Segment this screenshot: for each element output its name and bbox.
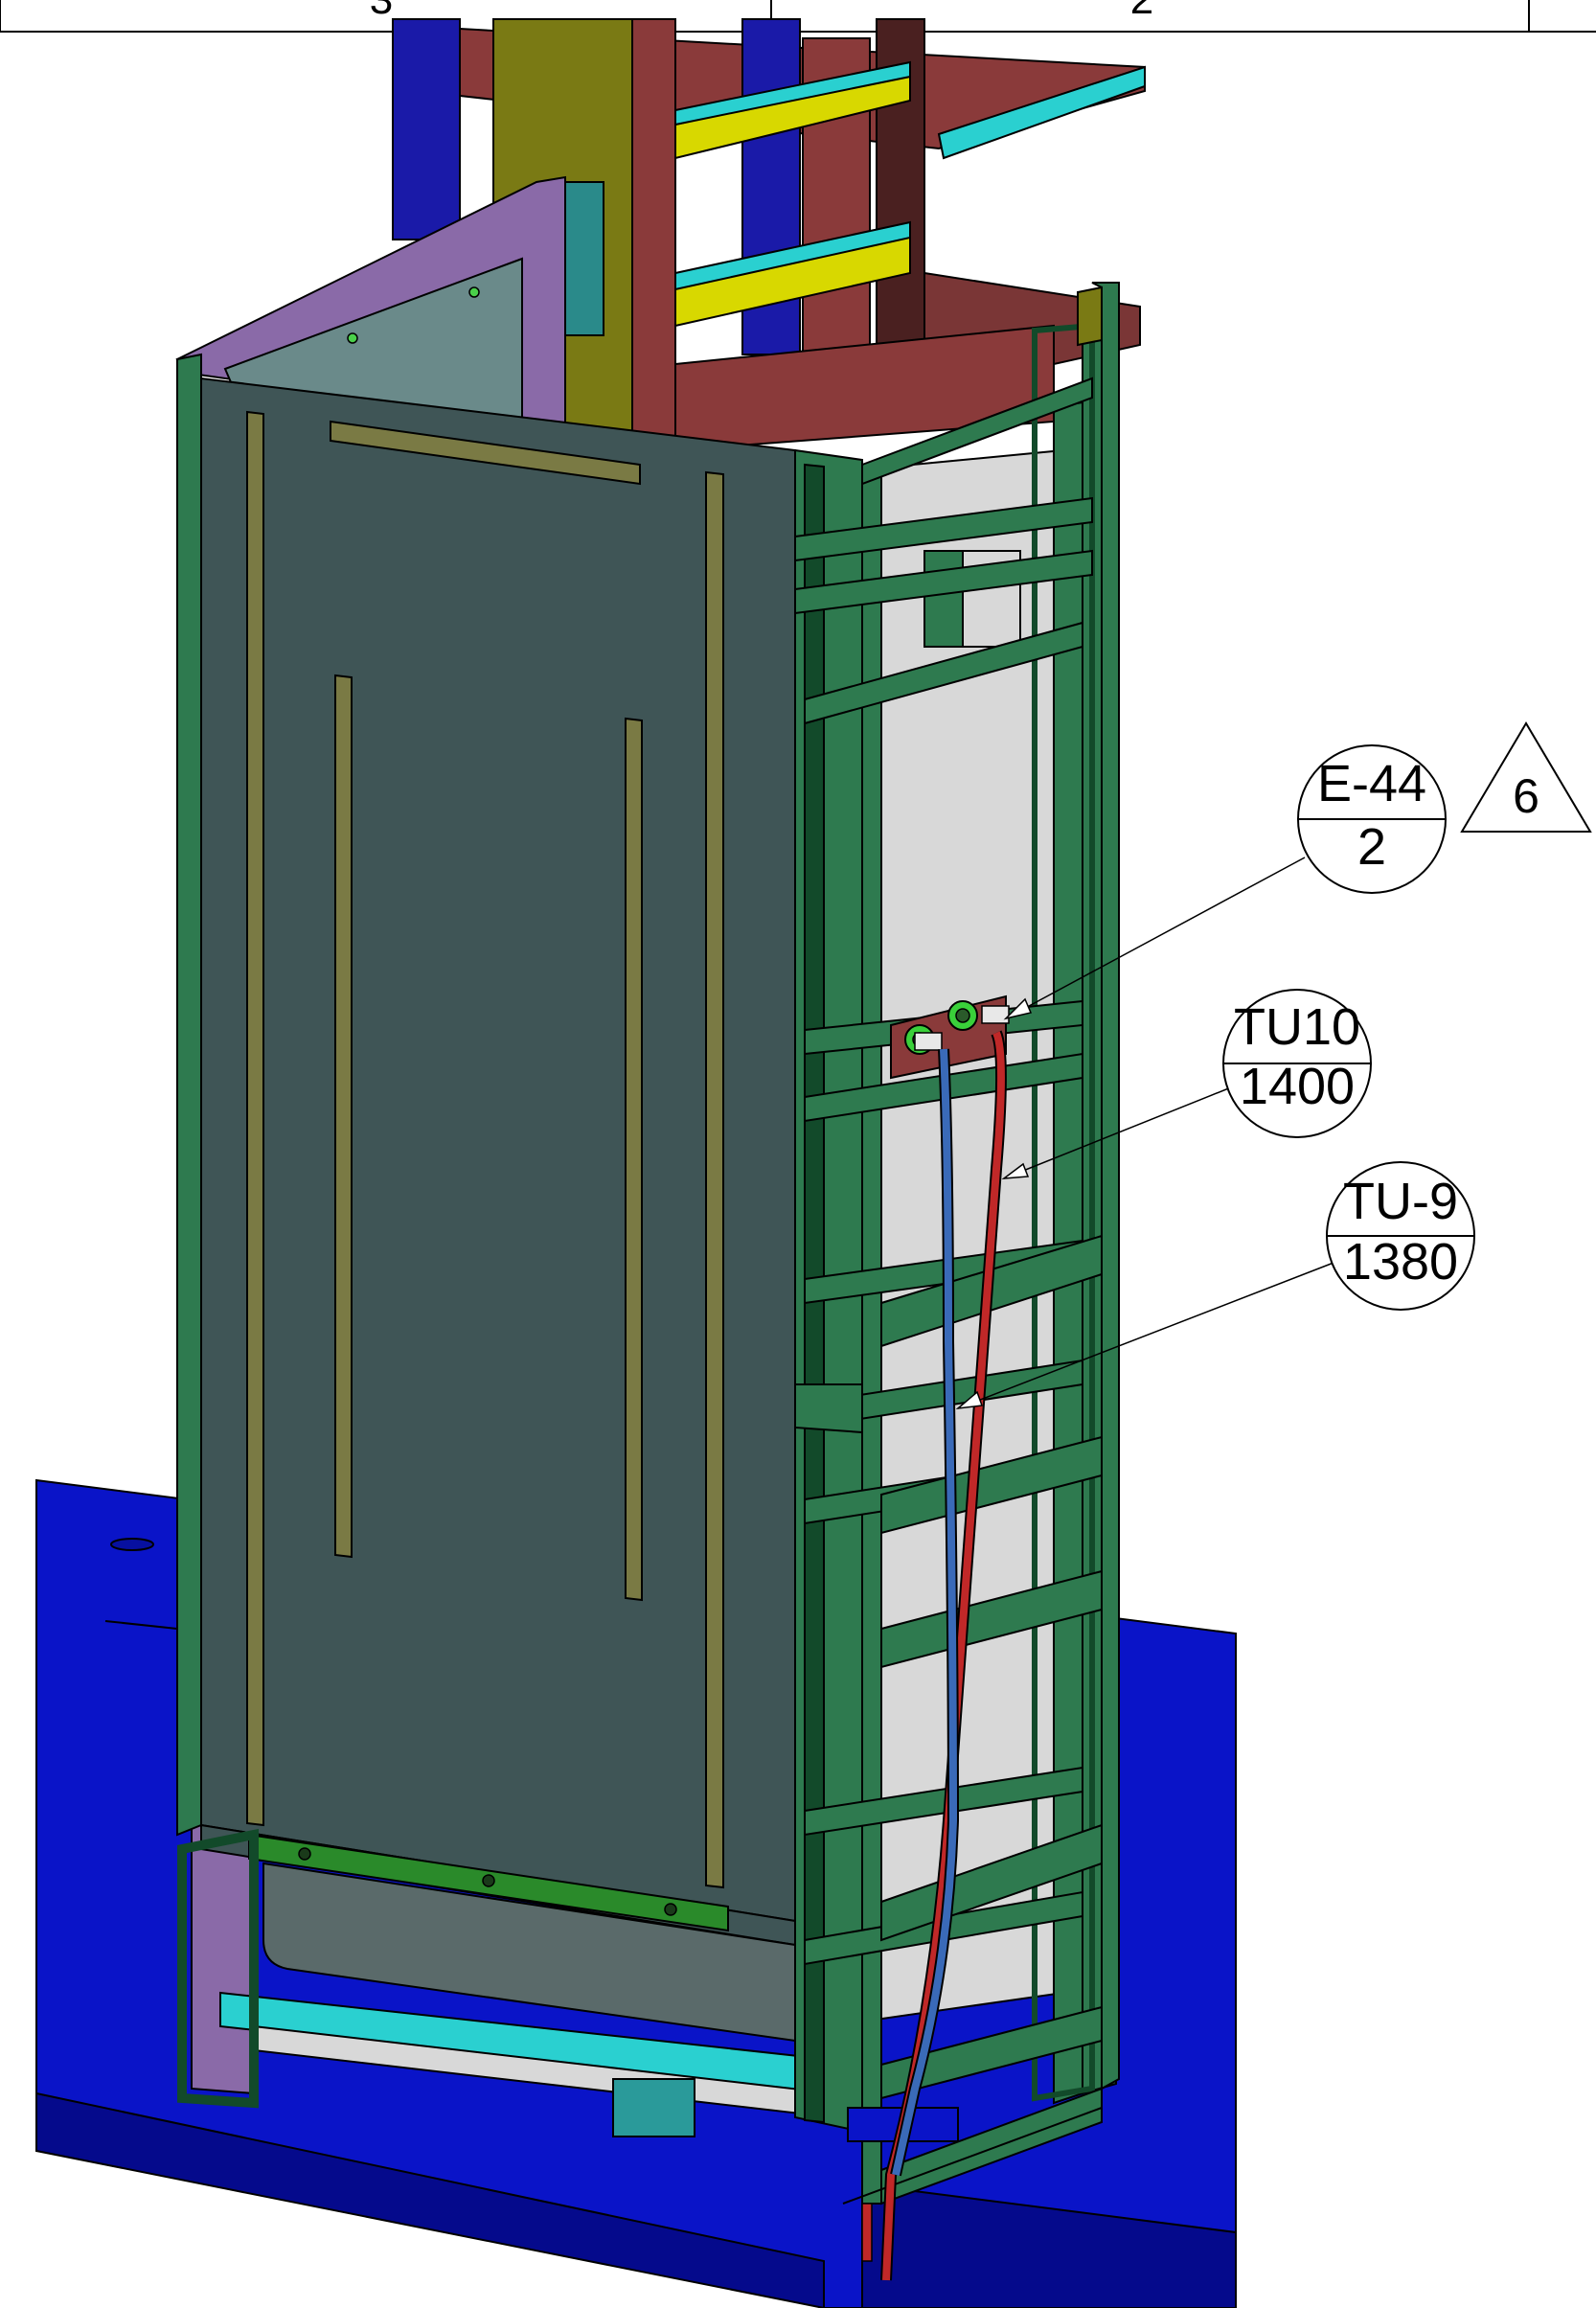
revision-triangle: 6 xyxy=(1460,721,1592,833)
revision-number: 6 xyxy=(1513,769,1539,823)
callout-tu10-bottom: 1400 xyxy=(1240,1058,1355,1115)
callout-e44-bottom: 2 xyxy=(1357,818,1386,876)
callout-tu10-top: TU10 xyxy=(1234,998,1360,1056)
cabinet-panel xyxy=(176,353,796,1923)
callout-e44: E-44 2 xyxy=(1297,744,1447,894)
zone-label-left: 3 xyxy=(370,0,393,23)
callout-leaders xyxy=(955,857,1334,1410)
callout-tu9-bottom: 1380 xyxy=(1343,1233,1458,1291)
hose-assembly xyxy=(861,994,1010,2281)
callout-tu10: TU10 1400 xyxy=(1222,989,1372,1138)
upper-structure xyxy=(392,18,1146,452)
purple-side-panel xyxy=(175,175,566,2095)
ladder-frame xyxy=(794,282,1120,2205)
zone-label-right: 2 xyxy=(1130,0,1153,23)
callout-e44-top: E-44 xyxy=(1317,755,1426,812)
callout-tu9: TU-9 1380 xyxy=(1326,1161,1475,1311)
callout-tu9-top: TU-9 xyxy=(1343,1173,1458,1230)
